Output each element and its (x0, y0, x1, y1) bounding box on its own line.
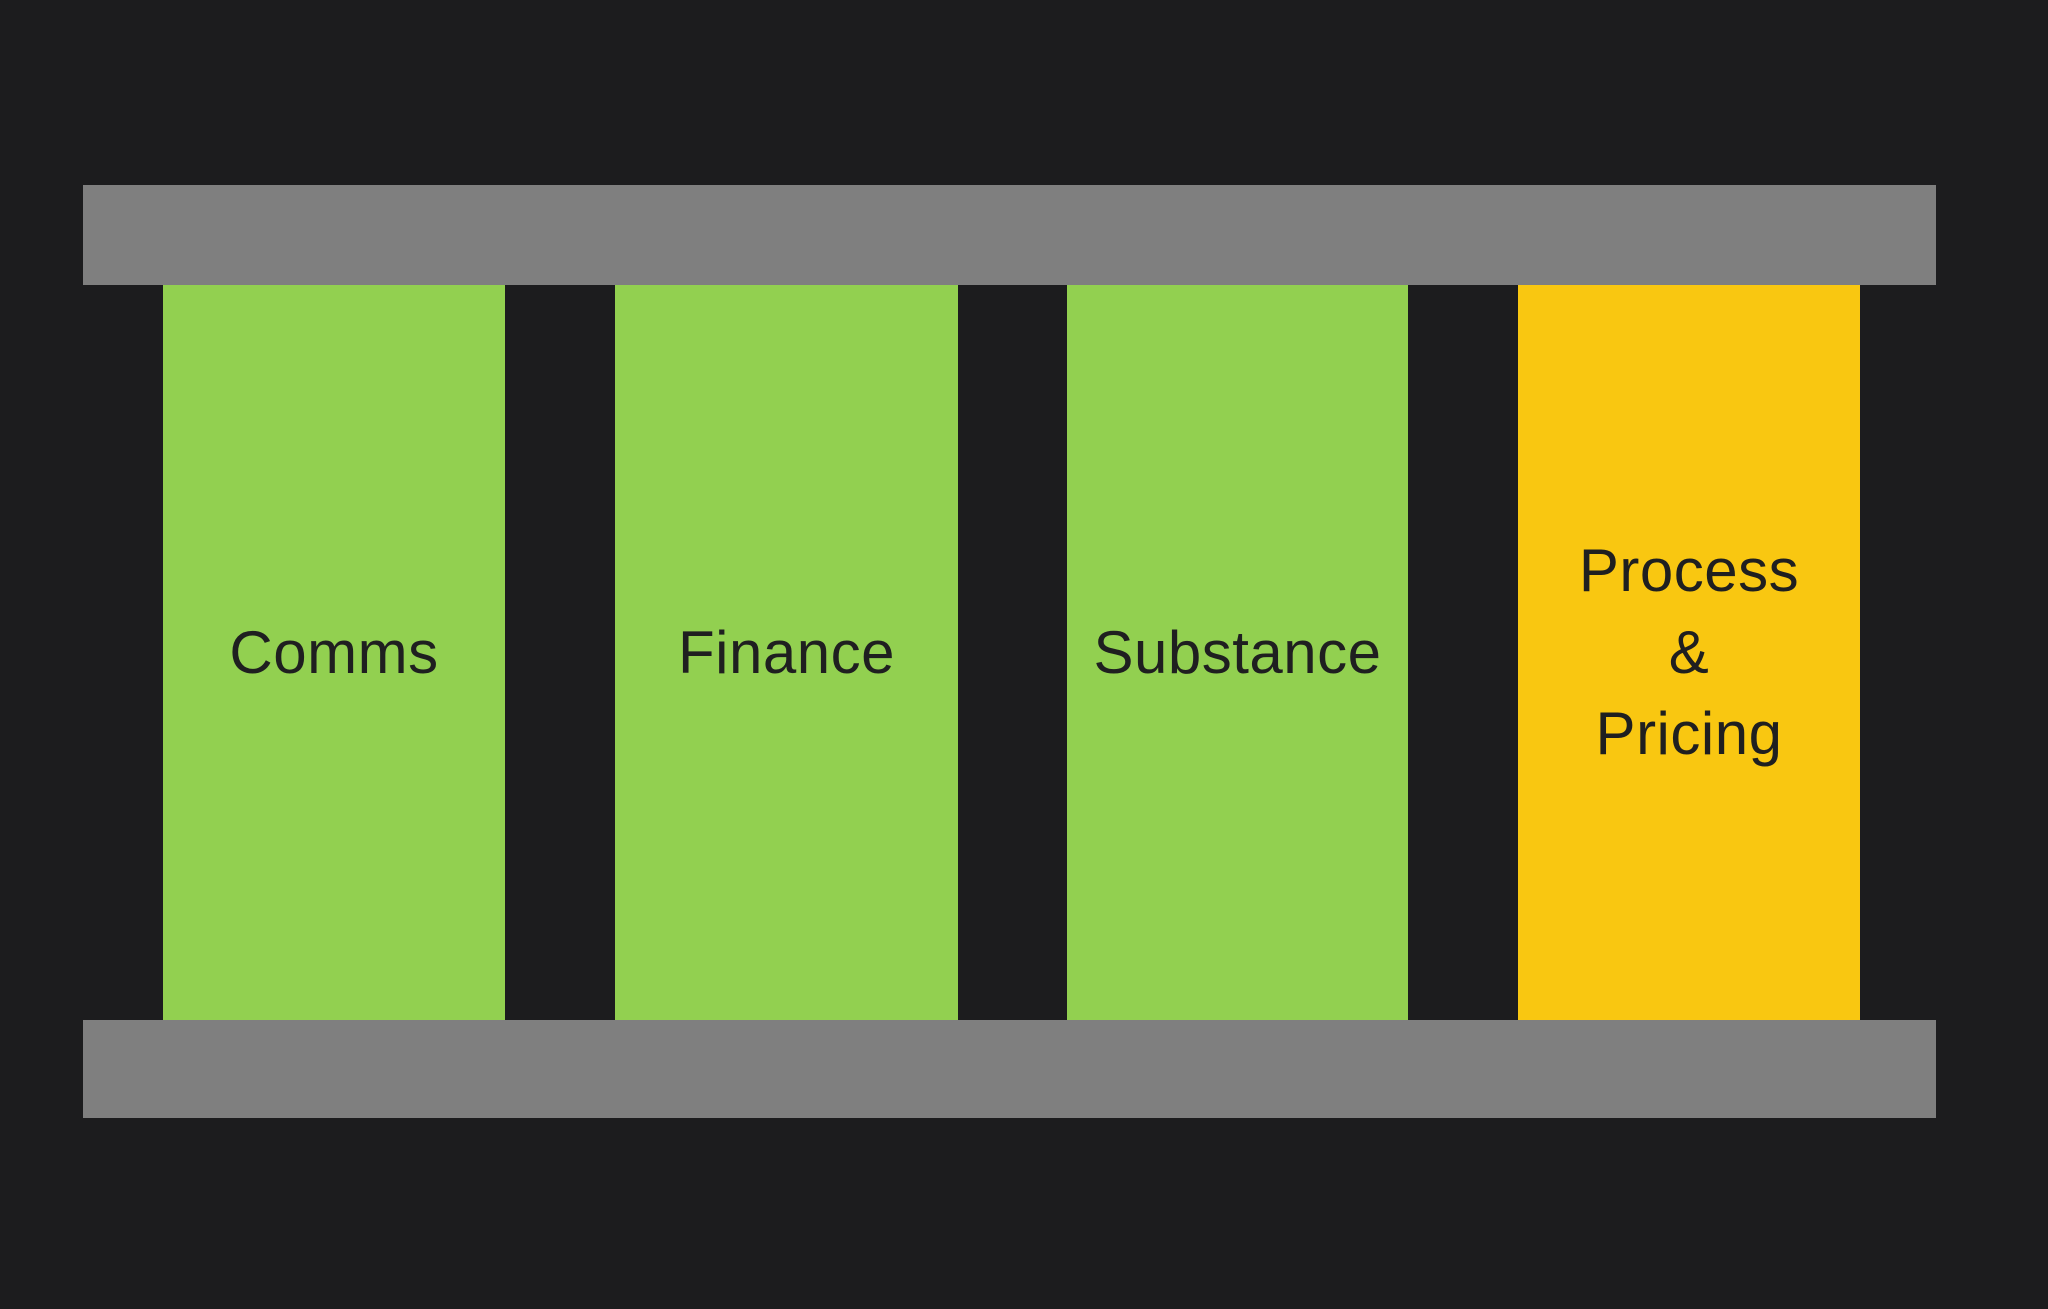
bottom-beam (83, 1020, 1936, 1118)
pillar-process-pricing-label: Process & Pricing (1578, 537, 1800, 768)
pillar-substance: Substance (1067, 285, 1408, 1020)
top-beam (83, 185, 1936, 285)
pillar-process-pricing: Process & Pricing (1518, 285, 1860, 1020)
pillar-substance-label: Substance (1093, 618, 1382, 686)
pillar-finance-label: Finance (678, 618, 895, 686)
pillar-comms: Comms (163, 285, 505, 1020)
pillar-finance: Finance (615, 285, 958, 1020)
pillar-comms-label: Comms (229, 618, 439, 686)
